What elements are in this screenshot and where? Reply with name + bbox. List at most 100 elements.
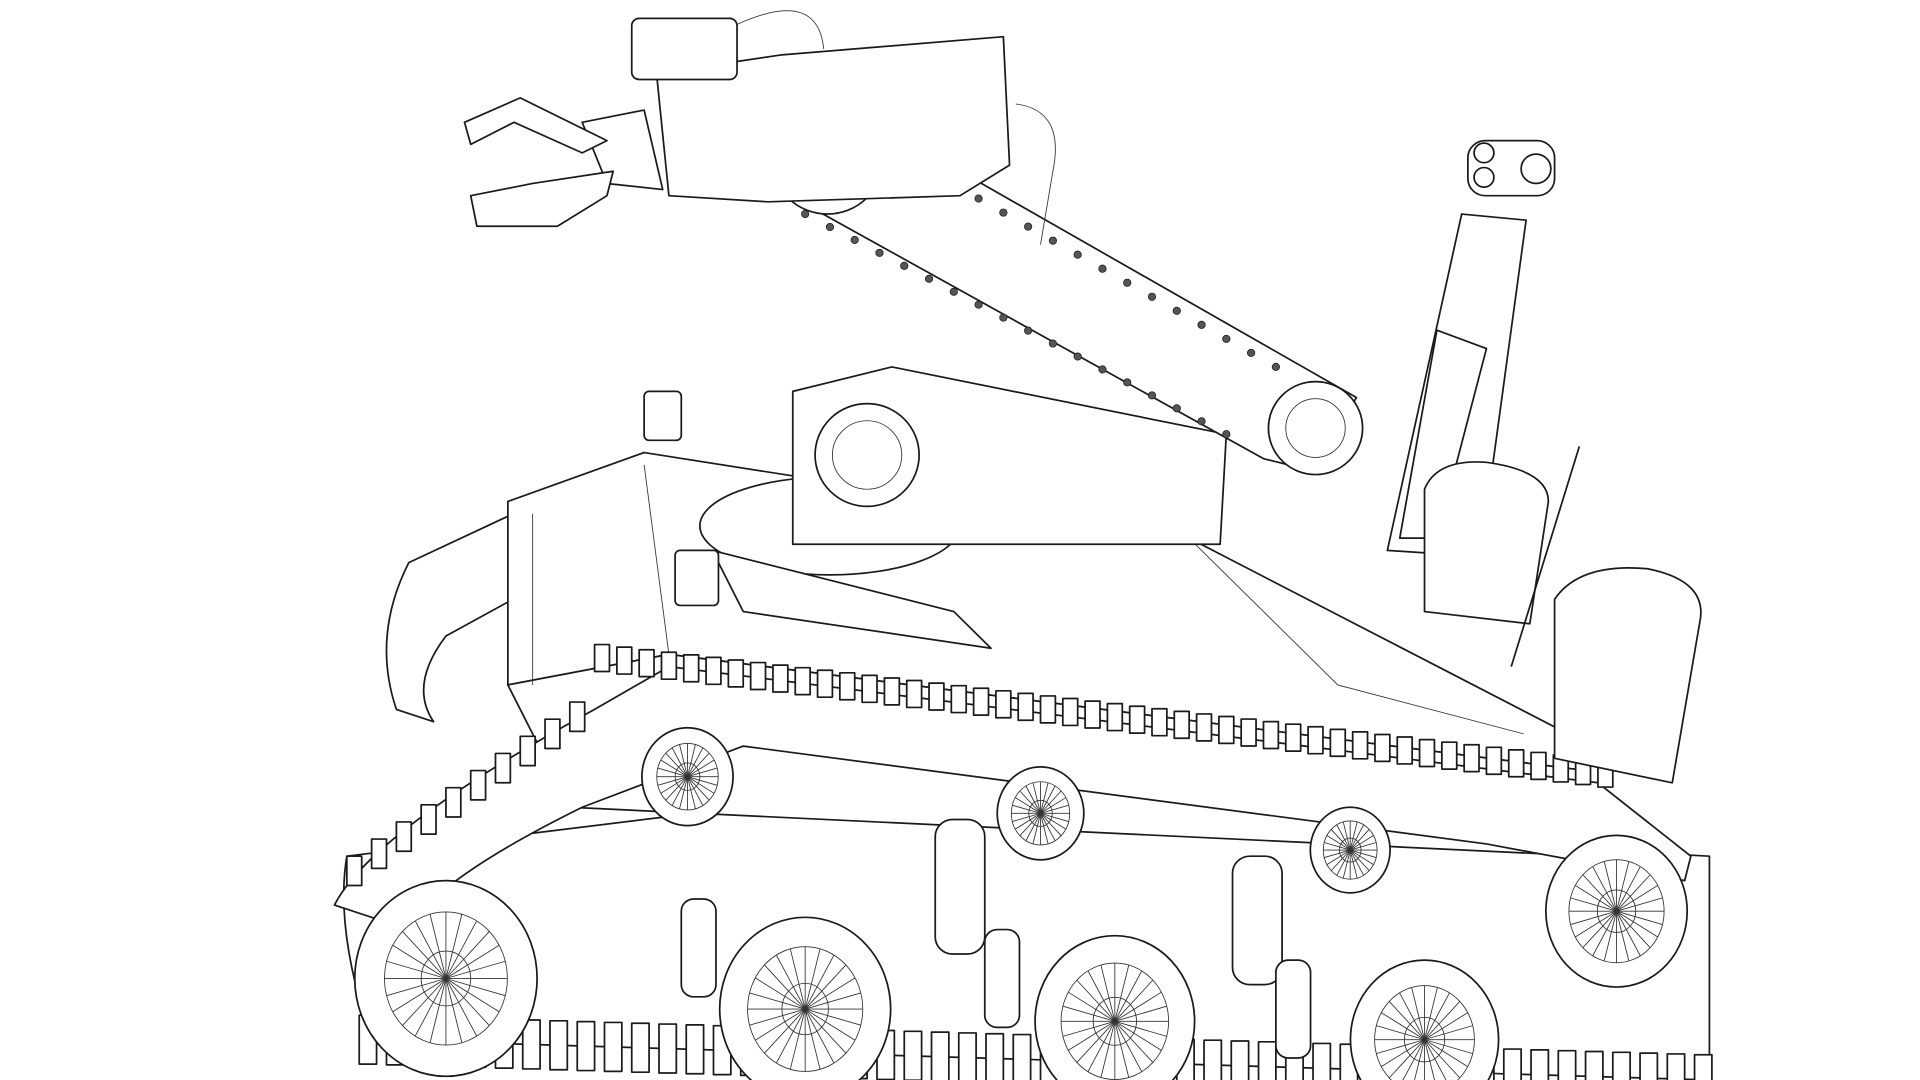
track-tooth	[593, 643, 611, 673]
track-tooth	[1485, 746, 1503, 776]
bolt	[1123, 278, 1132, 287]
track-tooth	[549, 1019, 569, 1071]
bolt	[850, 235, 859, 244]
track-tooth	[1463, 743, 1480, 773]
track-tooth	[930, 1031, 950, 1080]
track-tooth	[568, 701, 586, 733]
track-tooth	[957, 1032, 977, 1080]
track-tooth	[1374, 733, 1391, 763]
track-tooth	[544, 718, 561, 750]
track-tooth	[445, 786, 462, 818]
bolt	[1098, 365, 1107, 374]
wheel	[996, 766, 1085, 861]
gripper-housing	[630, 10, 1056, 245]
track-tooth	[1329, 728, 1347, 758]
bolt	[1147, 391, 1157, 400]
track-tooth	[985, 1032, 1005, 1080]
track-tooth	[345, 855, 363, 887]
track-tooth	[1084, 700, 1101, 729]
gripper-claw	[463, 96, 664, 228]
bolt	[1073, 352, 1082, 361]
track-tooth	[1218, 715, 1235, 745]
bolt	[900, 261, 909, 270]
bolt	[1073, 250, 1082, 259]
track-tooth	[794, 666, 811, 696]
track-tooth	[1017, 692, 1034, 722]
track-tooth	[705, 656, 722, 686]
springs	[680, 818, 1312, 1059]
bolt	[1048, 339, 1057, 348]
track-tooth	[1106, 702, 1124, 732]
track-tooth	[638, 648, 655, 678]
track-tooth	[685, 1024, 705, 1075]
upper-track-teeth	[345, 643, 1614, 887]
track-tooth	[905, 679, 923, 709]
track-tooth	[1039, 695, 1057, 724]
track-tooth	[1557, 1049, 1577, 1080]
track-tooth	[1173, 710, 1191, 740]
track-tooth	[1284, 723, 1302, 752]
wheel	[1309, 806, 1391, 894]
brackets	[643, 390, 720, 607]
bolt	[1172, 306, 1181, 315]
track-tooth	[1128, 705, 1146, 734]
bolt	[1222, 430, 1231, 439]
track-tooth	[861, 674, 878, 704]
track-tooth	[1061, 697, 1079, 727]
track-tooth	[995, 689, 1012, 719]
track-tooth	[972, 687, 990, 717]
track-tooth	[1351, 731, 1369, 760]
bolt	[999, 208, 1008, 217]
track-tooth	[469, 769, 487, 801]
track-tooth	[616, 646, 633, 675]
arm-base	[699, 366, 1228, 650]
track-tooth	[1307, 725, 1324, 755]
track-tooth	[1257, 1040, 1277, 1080]
bolt	[1123, 378, 1132, 387]
track-tooth	[772, 664, 789, 693]
bolt	[974, 300, 983, 309]
track-tooth	[1312, 1042, 1332, 1080]
road-wheels	[353, 726, 1689, 1080]
bolt	[1147, 292, 1157, 301]
wheel	[1349, 959, 1500, 1080]
track-tooth	[950, 684, 968, 714]
track-tooth	[494, 752, 512, 784]
bolt	[801, 210, 810, 219]
track-tooth	[660, 651, 678, 681]
track-tooth	[658, 1023, 678, 1074]
track-tooth	[883, 677, 901, 706]
track-tooth	[838, 671, 856, 701]
track-tooth	[1507, 749, 1525, 778]
wheel	[1034, 934, 1196, 1080]
track-tooth	[521, 1019, 541, 1070]
track-tooth	[1151, 707, 1168, 737]
track-tooth	[1240, 718, 1257, 747]
track-tooth	[519, 735, 536, 767]
track-tooth	[1230, 1040, 1250, 1080]
bolt	[1197, 320, 1206, 329]
track-tooth	[928, 682, 945, 711]
track-tooth	[420, 803, 437, 836]
track-tooth	[1693, 1053, 1713, 1080]
wheel	[353, 879, 538, 1078]
wheel	[641, 726, 734, 827]
bolt	[924, 274, 934, 283]
bolt	[1024, 326, 1033, 335]
track-tooth	[1584, 1050, 1604, 1080]
track-tooth	[1666, 1053, 1686, 1080]
bolt	[1247, 348, 1256, 357]
track-tooth	[1203, 1039, 1223, 1080]
track-tooth	[603, 1021, 623, 1073]
bolt	[875, 248, 884, 257]
track-tooth	[1611, 1051, 1632, 1080]
track-tooth	[1639, 1052, 1659, 1080]
track-tooth	[749, 661, 767, 691]
bolt	[825, 222, 835, 232]
bolt	[974, 194, 983, 203]
track-tooth	[727, 659, 745, 688]
track-tooth	[630, 1022, 650, 1074]
track-tooth	[395, 821, 413, 853]
track-tooth	[1418, 738, 1436, 768]
